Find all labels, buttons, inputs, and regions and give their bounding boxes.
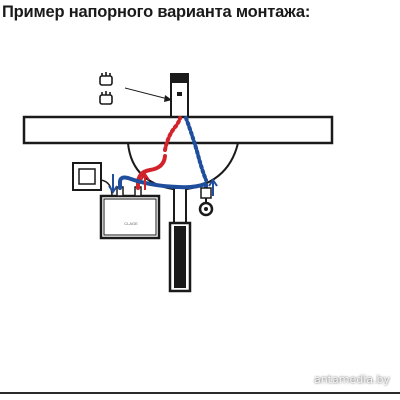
drain-siphon — [168, 187, 192, 293]
hand-wave-icon — [99, 72, 113, 86]
hand-wave-icon — [99, 91, 113, 105]
watermark: antamedia.by — [313, 373, 390, 386]
heater-icon: CLAGE — [99, 186, 161, 240]
flow-arrow-supply — [208, 178, 218, 196]
pointer-arrow — [124, 87, 172, 102]
valve-icon — [198, 187, 214, 217]
heater-brand: CLAGE — [124, 221, 138, 226]
flow-arrow-hot-out — [140, 172, 150, 190]
cold-water-pipe — [118, 116, 208, 190]
control-panel-icon — [72, 162, 113, 197]
bottom-rule — [0, 392, 400, 394]
page-title: Пример напорного варианта монтажа: — [2, 3, 311, 21]
faucet-icon — [170, 73, 189, 119]
flow-arrow-cold-in — [108, 174, 118, 194]
